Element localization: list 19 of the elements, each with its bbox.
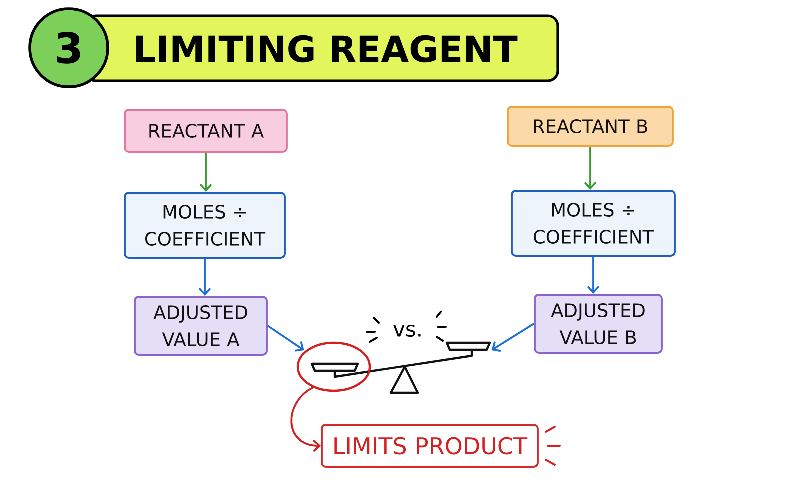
input-box: REACTANT B (507, 106, 674, 147)
output-box: ADJUSTED VALUE B (534, 294, 663, 354)
input-box: REACTANT A (124, 109, 288, 153)
process-box: MOLES ÷ COEFFICIENT (511, 190, 676, 257)
seesaw-picture (310, 342, 492, 394)
arrow (492, 323, 535, 352)
title-banner: LIMITING REAGENT (84, 14, 560, 82)
outcome-box: LIMITS PRODUCT (321, 424, 539, 468)
process-box: MOLES ÷ COEFFICIENT (124, 192, 286, 259)
comparison-label: vs. (394, 324, 421, 338)
highlight-circle (296, 342, 372, 392)
number-badge: 3 (28, 8, 110, 88)
arrow (200, 152, 212, 192)
arrow (198, 258, 212, 296)
output-box: ADJUSTED VALUE A (134, 296, 268, 356)
arrow (584, 146, 597, 190)
arrow (587, 256, 600, 294)
arrow (267, 325, 304, 352)
arrow (290, 386, 322, 452)
